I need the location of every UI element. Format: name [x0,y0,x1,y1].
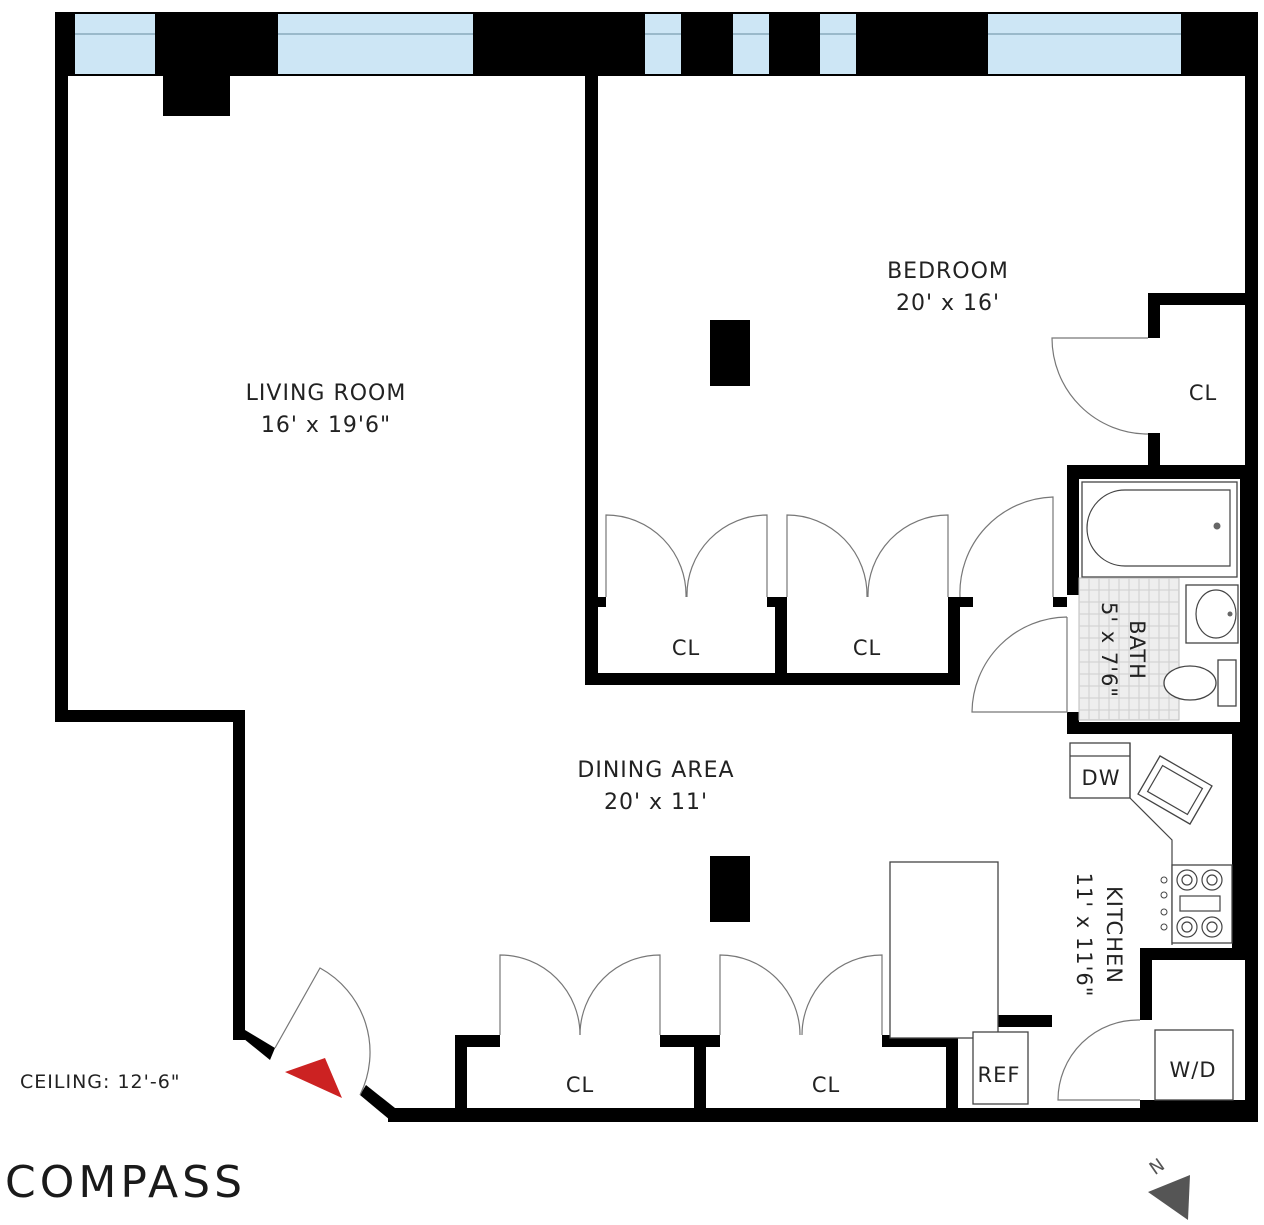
bath-top-wall [1067,465,1247,479]
dining-area-name: DINING AREA [577,758,734,783]
window [278,14,473,74]
bedroom-left-wall [585,70,598,685]
kitchen-island [889,861,999,1039]
left-lower-wall [233,710,245,1040]
column [710,320,750,386]
closet-divider [948,597,960,682]
closet-divider [948,597,973,607]
bottom-closet-wall [946,1015,958,1115]
compass-logo-icon: COMPASS [5,1157,246,1208]
entry-wall-left [233,1030,275,1060]
dishwasher-label: DW [1082,766,1121,790]
bath-bottom-wall [1067,722,1247,734]
closet-divider [598,597,606,607]
window [645,14,681,74]
entry-arrow-icon [285,1058,342,1098]
living-room-name: LIVING ROOM [246,381,407,406]
north-arrow-icon: N [1146,1155,1190,1220]
bottom-closet-wall [694,1035,706,1115]
window [820,14,856,74]
bath-size: 5' x 7'6" [1097,602,1121,698]
bottom-closet-wall [660,1035,720,1047]
closet-label: CL [853,636,881,660]
kitchen-wall [1232,730,1248,960]
doors [274,337,1149,1101]
brand-name: COMPASS [5,1157,246,1208]
closet-divider [775,597,787,682]
right-wall [1245,12,1258,1122]
column [710,856,750,922]
north-letter: N [1146,1155,1169,1180]
entry-wall-right [360,1085,395,1120]
bedroom-bottom-wall [585,673,960,685]
refrigerator-label: REF [978,1063,1021,1087]
bedroom-closet-wall [1148,293,1160,338]
dining-area-size: 20' x 11' [604,790,708,815]
kitchen-wall [1140,948,1152,1020]
dishwasher [1069,742,1131,799]
bedroom-size: 20' x 16' [896,291,1000,316]
left-step-wall [55,710,245,722]
closet-label: CL [672,636,700,660]
bath-tile-floor [1078,577,1180,721]
kitchen-size: 11' x 11'6" [1072,873,1096,998]
bathtub [1081,481,1238,578]
stove [1160,864,1233,944]
windows [75,14,1181,74]
closet-label: CL [566,1073,594,1097]
column [163,70,230,116]
washer-dryer-label: W/D [1169,1058,1216,1082]
kitchen-name: KITCHEN [1102,886,1126,984]
living-room-size: 16' x 19'6" [261,413,391,438]
kitchen-wall [1140,948,1248,960]
left-wall [55,12,68,720]
washer-dryer [1154,1029,1234,1101]
bottom-wall [388,1108,1258,1122]
bottom-closet-wall [455,1035,467,1115]
toilet [1163,659,1237,707]
bedroom-closet-top-wall [1148,293,1248,305]
closet-divider [1053,597,1067,607]
bath-name: BATH [1125,620,1149,680]
bath-sink [1185,584,1239,644]
refrigerator [972,1031,1029,1105]
bedroom-name: BEDROOM [887,259,1009,284]
laundry-wall [1140,1100,1248,1110]
window [733,14,769,74]
bath-left-wall [1067,465,1079,595]
bedroom-closet-label: CL [1189,381,1217,405]
window [75,14,155,74]
bedroom-closet-wall-lower [1148,433,1160,473]
bath-right-wall [1240,465,1248,735]
closet-label: CL [812,1073,840,1097]
window [988,14,1181,74]
ceiling-height-note: CEILING: 12'-6" [20,1071,181,1093]
